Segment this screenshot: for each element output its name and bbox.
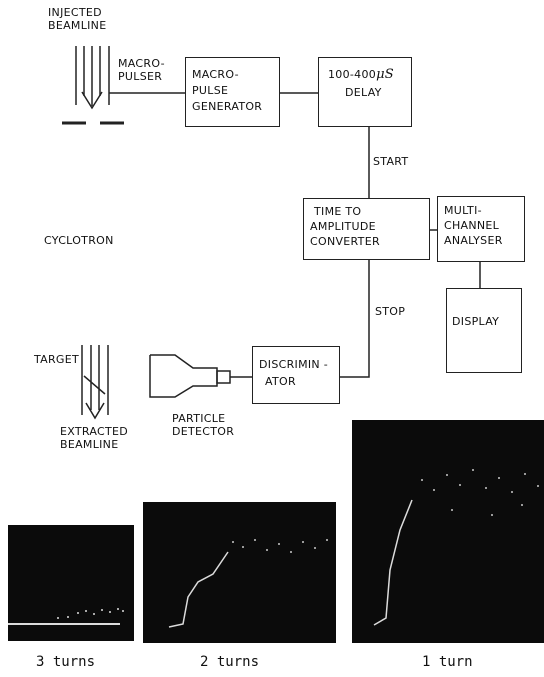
scope-trace-dot [537,485,539,487]
scope-trace-dot [314,547,316,549]
caption-2-turns: 2 turns [200,654,260,670]
scope-trace-dot [459,484,461,486]
scope-trace-rise [373,499,413,626]
extracted-label-line2: BEAMLINE [60,438,119,451]
macropulse-generator-box: MACRO- PULSE GENERATOR [185,57,280,127]
scope-trace-dot [472,469,474,471]
scope-trace-dot [122,610,124,612]
scope-trace-dot [485,487,487,489]
scope-photo-1-turn [352,420,544,643]
display-box: DISPLAY [446,288,522,373]
target-label: TARGET [34,353,80,366]
scope-trace-dot [67,616,69,618]
injected-beam-arrow-head [81,91,103,110]
scope-trace-dot [77,612,79,614]
delay-unit: μS [376,67,395,82]
cyclotron-label: CYCLOTRON [44,234,114,247]
delay-line2: DELAY [345,86,382,99]
display-label: DISPLAY [452,315,500,328]
scope-trace [8,608,124,625]
extracted-label-line1: EXTRACTED [60,425,129,438]
macropulser-label-line2: PULSER [118,70,163,83]
scope-trace-rise [168,551,229,628]
scope-trace-dot [232,541,234,543]
tac-line1: TIME TO [314,205,362,218]
tac-box: TIME TO AMPLITUDE CONVERTER [303,198,430,260]
scope-photo-2-turns [143,502,336,643]
particle-detector-window [216,370,231,384]
mca-box: MULTI- CHANNEL ANALYSER [437,196,525,262]
macropulser-label: MACRO- PULSER [118,57,165,83]
tac-line3: CONVERTER [310,235,380,248]
particle-detector-shape [149,354,218,398]
start-label: START [373,155,409,168]
particle-detector-label: PARTICLE DETECTOR [172,412,234,438]
delay-line1: 100-400μS [328,68,394,81]
extracted-label: EXTRACTED BEAMLINE [60,425,128,451]
macropulse-generator-line2: PULSE [192,84,229,97]
discriminator-line2: ATOR [265,375,296,388]
particle-detector-label-line2: DETECTOR [172,425,235,438]
scope-trace-dot [109,611,111,613]
extracted-beam-arrow-head [85,402,105,420]
delay-box: 100-400μS DELAY [318,57,412,127]
scope-trace-dot [278,543,280,545]
scope-trace-dot [242,546,244,548]
stop-connection [340,260,370,378]
target-foil [83,375,106,395]
mca-line1: MULTI- [444,204,482,217]
discriminator-box: DISCRIMIN - ATOR [252,346,340,404]
mca-line2: CHANNEL [444,219,500,232]
stop-label: STOP [375,305,406,318]
scope-trace-baseline [8,623,120,625]
scope-trace-dot [421,479,423,481]
injected-label: INJECTED BEAMLINE [48,6,106,32]
discriminator-line1: DISCRIMIN - [259,358,328,371]
scope-trace-dot [498,477,500,479]
scope-trace-dot [451,509,453,511]
scope-trace-dot [290,551,292,553]
scope-trace [373,469,539,626]
macropulse-generator-line3: GENERATOR [192,100,263,113]
scope-trace-dot [101,609,103,611]
scope-trace-dot [254,539,256,541]
macropulser-label-line1: MACRO- [118,57,165,70]
scope-trace-dot [85,610,87,612]
scope-photo-3-turns [8,525,134,641]
scope-trace-dot [446,474,448,476]
injected-label-line1: INJECTED [48,6,102,19]
scope-trace-dot [511,491,513,493]
scope-trace-dot [521,504,523,506]
scope-trace-dot [302,541,304,543]
scope-trace-dot [117,608,119,610]
delay-range: 100-400 [328,68,377,81]
scope-trace-dot [433,489,435,491]
scope-trace-dot [266,549,268,551]
scope-trace-dot [57,617,59,619]
scope-trace-dot [524,473,526,475]
particle-detector-label-line1: PARTICLE [172,412,226,425]
caption-1-turn: 1 turn [422,654,473,670]
scope-trace-dot [491,514,493,516]
mca-line3: ANALYSER [444,234,503,247]
injected-label-line2: BEAMLINE [48,19,107,32]
scope-trace-dot [93,613,95,615]
caption-3-turns: 3 turns [36,654,96,670]
scope-trace [168,539,328,628]
macropulse-generator-line1: MACRO- [192,68,239,81]
scope-trace-dot [326,539,328,541]
tac-line2: AMPLITUDE [310,220,376,233]
